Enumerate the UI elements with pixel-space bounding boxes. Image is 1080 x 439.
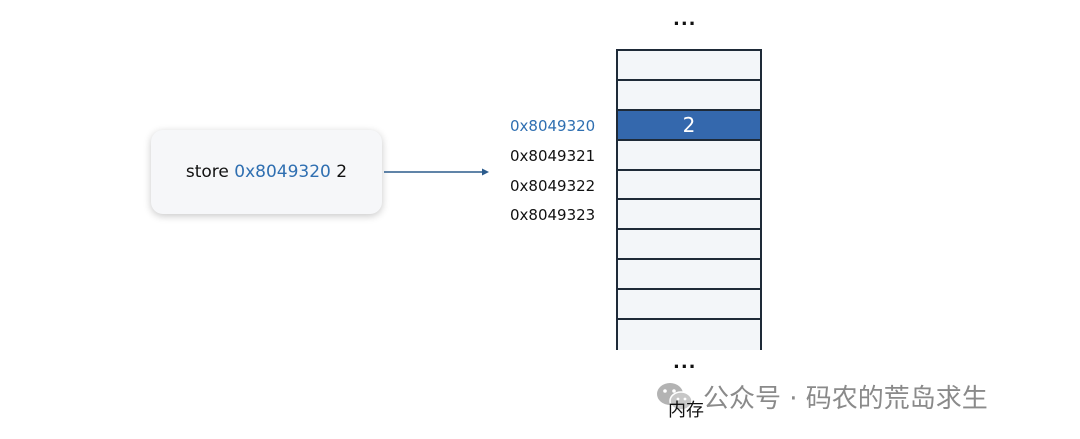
memory-label: 内存 bbox=[668, 400, 704, 421]
memory-cell bbox=[618, 80, 760, 111]
memory-cell bbox=[618, 140, 760, 171]
memory-cell bbox=[618, 320, 760, 350]
memory-cell: 2 bbox=[618, 110, 760, 141]
memory-address-label: 0x8049320 bbox=[510, 116, 596, 135]
watermark-text: 公众号 · 码农的荒岛求生 bbox=[703, 384, 988, 414]
instruction-box: store 0x8049320 2 bbox=[151, 130, 382, 214]
instruction-value: 2 bbox=[336, 162, 348, 182]
wechat-icon bbox=[657, 382, 693, 411]
watermark: 公众号 · 码农的荒岛求生 bbox=[655, 378, 988, 415]
memory-address-label: 0x8049323 bbox=[510, 206, 596, 225]
instruction-address: 0x8049320 bbox=[234, 162, 331, 182]
memory-address-label: 0x8049322 bbox=[510, 176, 596, 195]
memory-column: 2 bbox=[616, 49, 762, 350]
arrow-connector bbox=[384, 168, 489, 176]
instruction-op: store bbox=[185, 162, 229, 182]
memory-top-ellipsis: ... bbox=[673, 9, 697, 30]
memory-cell bbox=[618, 170, 760, 201]
memory-address-label: 0x8049321 bbox=[510, 146, 596, 165]
memory-cell bbox=[618, 51, 760, 81]
memory-cell bbox=[618, 200, 760, 231]
memory-cell bbox=[618, 260, 760, 291]
memory-cell bbox=[618, 290, 760, 321]
memory-bottom-ellipsis: ... bbox=[673, 352, 697, 373]
memory-cell bbox=[618, 230, 760, 261]
